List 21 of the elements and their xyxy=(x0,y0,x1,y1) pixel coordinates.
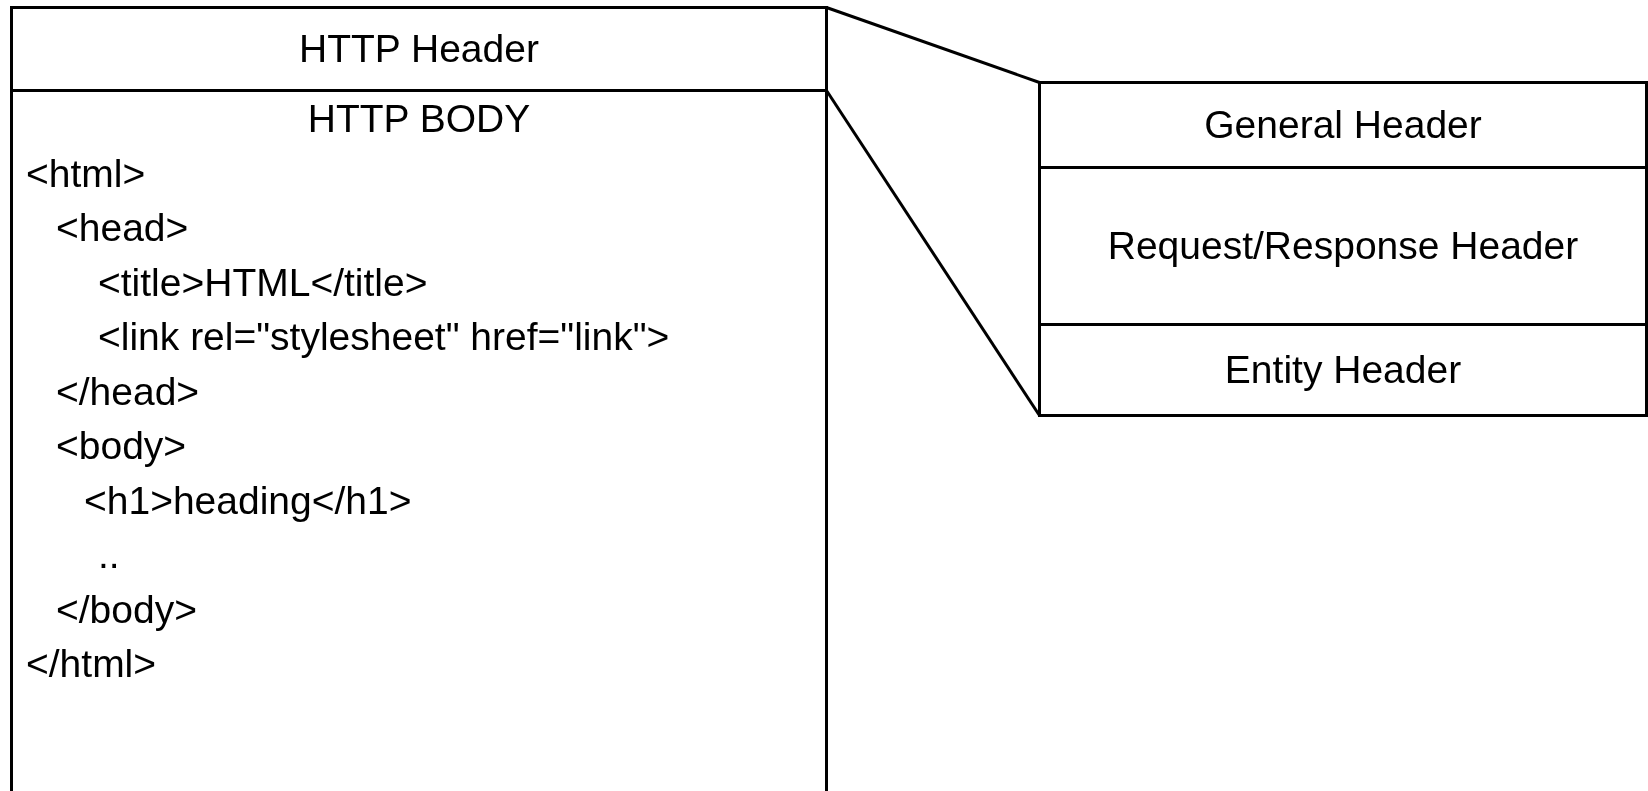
code-line: .. xyxy=(98,533,120,577)
code-line: <head> xyxy=(56,206,189,250)
section-title: General Header xyxy=(1203,103,1483,147)
section-title: HTTP Header xyxy=(298,27,540,71)
section-title: HTTP BODY xyxy=(307,97,531,141)
header-section-box xyxy=(10,6,828,92)
header-row-box xyxy=(1038,326,1648,417)
header-row-box xyxy=(1038,81,1648,169)
code-line: </head> xyxy=(56,369,200,414)
code-line: </html> xyxy=(26,642,157,686)
code-line: <html> xyxy=(26,151,146,196)
body-section-box xyxy=(10,92,828,791)
section-title: Request/Response Header xyxy=(1106,224,1580,268)
section-title: Entity Header xyxy=(1223,348,1463,392)
code-line: </body> xyxy=(56,587,197,632)
header-row-box xyxy=(1038,169,1648,326)
code-line: <h1>heading</h1> xyxy=(84,478,412,523)
code-line: <body> xyxy=(56,424,187,468)
connector-line xyxy=(826,6,1040,84)
code-line: <link rel="stylesheet" href="link"> xyxy=(98,315,670,359)
code-line: <title>HTML</title> xyxy=(98,260,428,305)
